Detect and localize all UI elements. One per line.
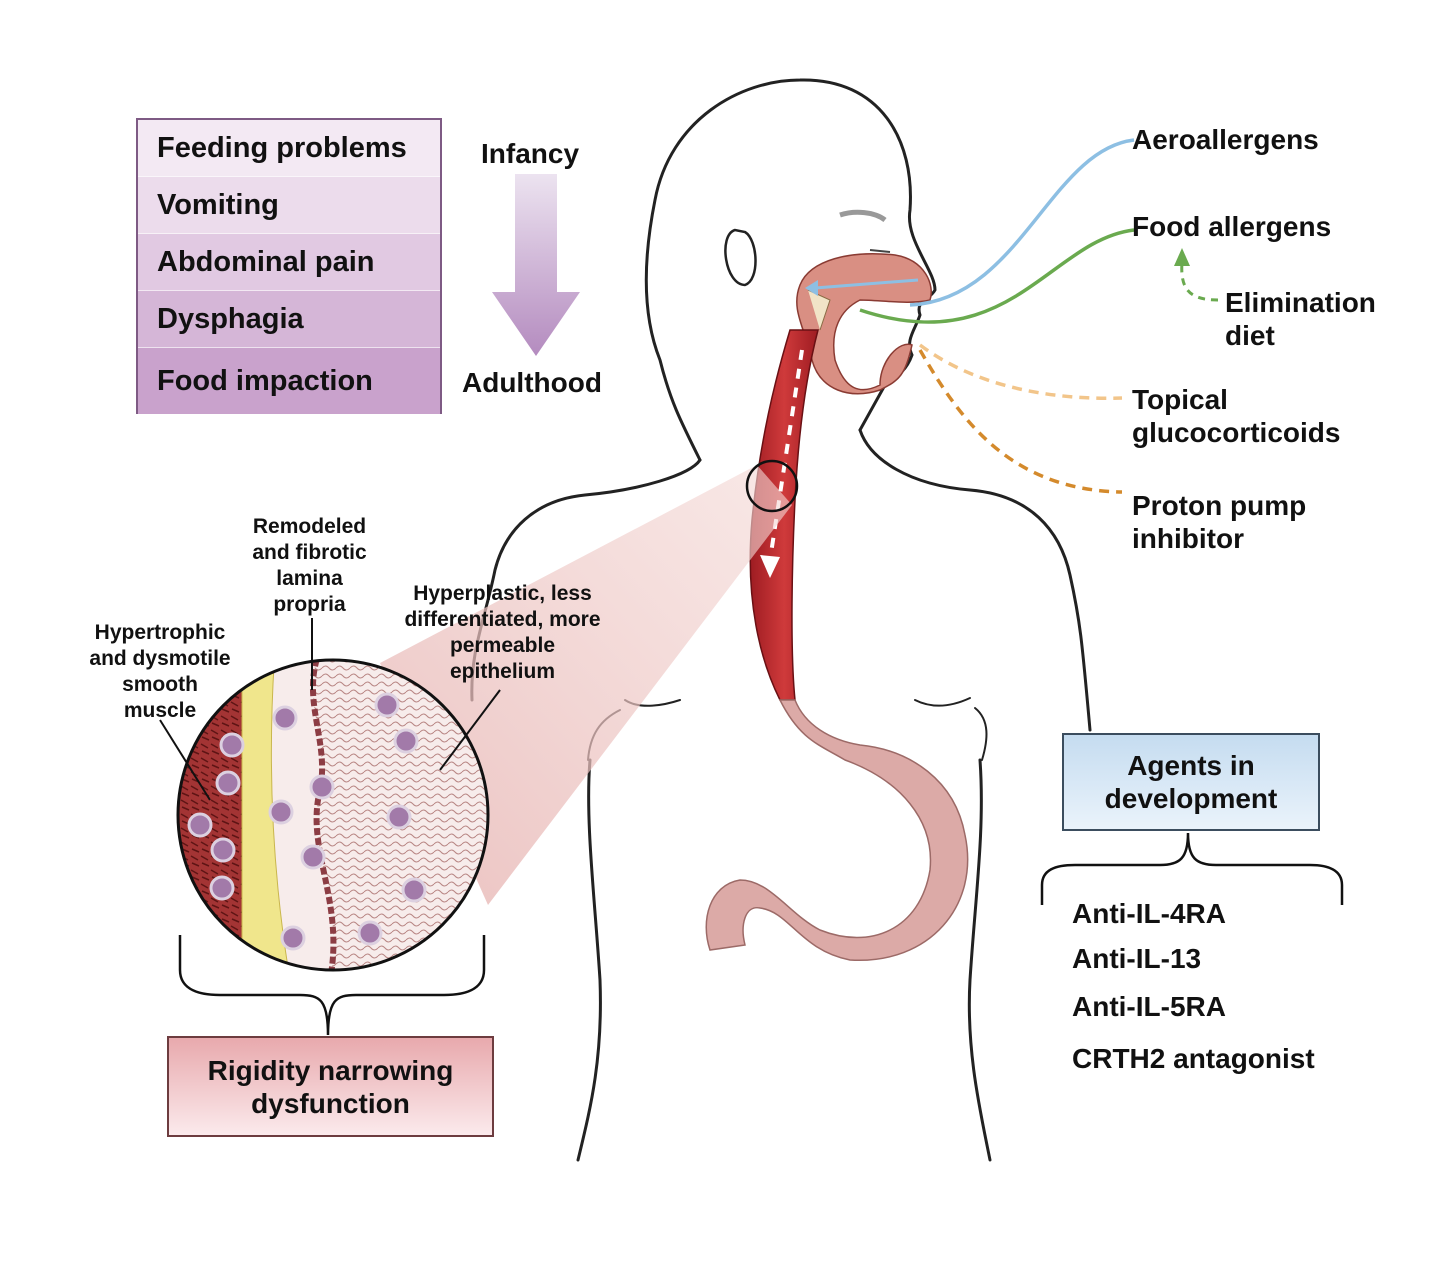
symptom-row: Feeding problems xyxy=(138,120,440,177)
symptom-label: Abdominal pain xyxy=(157,245,375,278)
agents-title-line2: development xyxy=(1104,783,1278,814)
glucocorticoids-line1: Topical xyxy=(1132,384,1228,415)
agents-title-line1: Agents in xyxy=(1127,750,1255,781)
muscle-line: Hypertrophic xyxy=(94,621,226,644)
aeroallergen-line xyxy=(909,138,1135,307)
tissue-section xyxy=(178,660,488,970)
swallow-arrow-head xyxy=(760,555,780,578)
ppi-label: Proton pump inhibitor xyxy=(1132,489,1306,555)
symptom-label: Feeding problems xyxy=(157,131,407,164)
tissue-brace xyxy=(178,935,486,1036)
epithelium-line: differentiated, more xyxy=(404,608,601,631)
eosinophil-cell xyxy=(210,837,236,863)
epithelium-label: Hyperplastic, less differentiated, more … xyxy=(385,581,620,685)
eye-shape xyxy=(869,249,891,253)
elimination-line1: Elimination xyxy=(1225,287,1376,318)
epithelium-pointer xyxy=(439,689,501,771)
eosinophil-cell xyxy=(386,804,412,830)
epithelium-line: Hyperplastic, less xyxy=(413,582,592,605)
agents-brace xyxy=(1040,832,1344,905)
elimination-arrow-line xyxy=(1180,261,1219,302)
eosinophil-cell xyxy=(187,812,213,838)
glucocorticoids-line2: glucocorticoids xyxy=(1132,417,1341,448)
eosinophil-cell xyxy=(272,705,298,731)
muscle-line: and dysmotile xyxy=(89,647,231,670)
aeroallergens-label: Aeroallergens xyxy=(1132,124,1319,155)
elimination-diet-label: Elimination diet xyxy=(1225,286,1376,352)
eosinophil-cell xyxy=(393,728,419,754)
symptom-label: Dysphagia xyxy=(157,302,304,335)
age-end-label: Adulthood xyxy=(462,367,602,398)
zoom-source-circle xyxy=(745,459,799,513)
inhaled-arrow-head xyxy=(805,280,818,296)
eosinophil-cell xyxy=(401,877,427,903)
eosinophil-cell xyxy=(374,692,400,718)
elimination-line2: diet xyxy=(1225,320,1275,351)
symptom-row: Dysphagia xyxy=(138,291,440,348)
age-start-label: Infancy xyxy=(481,138,580,169)
lamina-propria-label: Remodeled and fibrotic lamina propria xyxy=(232,514,387,618)
symptom-row: Vomiting xyxy=(138,177,440,234)
tissue-circle-border xyxy=(176,658,490,972)
eosinophil-cell xyxy=(209,875,235,901)
symptom-row: Abdominal pain xyxy=(138,234,440,291)
oral-cavity-shape xyxy=(796,253,932,395)
agent-item: Anti-IL-5RA xyxy=(1072,991,1226,1022)
agent-item: Anti-IL-4RA xyxy=(1072,898,1226,929)
symptom-label: Food impaction xyxy=(157,364,373,397)
eosinophil-cells xyxy=(187,692,427,951)
agent-item: CRTH2 antagonist xyxy=(1072,1043,1315,1074)
eosinophil-cell xyxy=(309,774,335,800)
ppi-line xyxy=(918,349,1123,494)
epithelium-line: epithelium xyxy=(449,660,555,683)
eosinophil-cell xyxy=(268,799,294,825)
elimination-arrow-head xyxy=(1174,248,1190,266)
lamina-line: propria xyxy=(273,593,346,616)
glucocorticoid-line xyxy=(918,343,1123,400)
eosinophil-cell xyxy=(280,925,306,951)
agents-in-development-box: Agents in development xyxy=(1062,733,1320,831)
outcome-line2: dysfunction xyxy=(251,1087,410,1119)
symptom-table: Feeding problems Vomiting Abdominal pain… xyxy=(136,118,442,414)
outcome-box: Rigidity narrowing dysfunction xyxy=(167,1036,494,1137)
symptom-row: Food impaction xyxy=(138,348,440,414)
food-allergen-line xyxy=(859,228,1135,324)
muscle-pointer xyxy=(159,719,211,801)
outcome-line1: Rigidity narrowing xyxy=(207,1054,454,1086)
eosinophil-cell xyxy=(357,920,383,946)
symptom-label: Vomiting xyxy=(157,188,279,221)
eosinophil-cell xyxy=(215,770,241,796)
muscle-line: muscle xyxy=(123,699,197,722)
ppi-line2: inhibitor xyxy=(1132,523,1244,554)
muscle-line: smooth xyxy=(122,673,198,696)
inhaled-arrow-line xyxy=(814,278,919,290)
lamina-line: lamina xyxy=(276,567,343,590)
smooth-muscle-label: Hypertrophic and dysmotile smooth muscle xyxy=(65,620,255,724)
stomach-shape xyxy=(705,699,969,961)
lamina-line: Remodeled xyxy=(252,515,367,538)
age-arrow xyxy=(492,174,580,356)
eyebrow-shape xyxy=(839,209,887,223)
lamina-line: and fibrotic xyxy=(252,541,367,564)
eosinophil-cell xyxy=(300,844,326,870)
agent-item: Anti-IL-13 xyxy=(1072,943,1202,974)
food-allergens-label: Food allergens xyxy=(1132,211,1332,242)
ppi-line1: Proton pump xyxy=(1132,490,1307,521)
glucocorticoids-label: Topical glucocorticoids xyxy=(1132,383,1340,449)
ear-shape xyxy=(724,228,757,287)
epithelium-line: permeable xyxy=(449,634,556,657)
eosinophil-cell xyxy=(219,732,245,758)
